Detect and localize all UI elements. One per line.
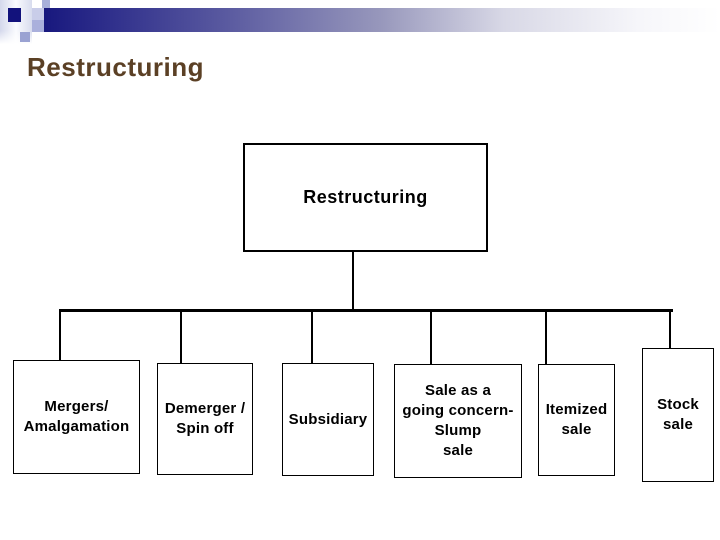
org-box-label: Stock sale — [657, 396, 699, 433]
org-box-subsidiary: Subsidiary — [282, 363, 374, 476]
connector-drop — [669, 311, 671, 348]
header-gradient-bar — [44, 8, 720, 32]
mosaic-square — [32, 8, 44, 20]
org-box-label: Demerger / Spin off — [164, 400, 246, 437]
connector-horizontal — [59, 309, 673, 312]
page-title: Restructuring — [27, 52, 204, 82]
org-box-label: Subsidiary — [288, 410, 368, 428]
mosaic-square — [20, 32, 30, 42]
org-box-label: Sale as a going concern- Slump sale — [402, 382, 514, 459]
org-box-label: Mergers/ Amalgamation — [23, 398, 130, 435]
org-box-label: Itemized sale — [545, 401, 608, 438]
mosaic-square — [8, 8, 21, 22]
connector-drop — [180, 311, 182, 363]
connector-drop — [311, 311, 313, 363]
mosaic-square — [32, 20, 44, 32]
org-box-demerger-spin-off: Demerger / Spin off — [157, 363, 253, 475]
org-box-restructuring: Restructuring — [243, 143, 488, 252]
connector-drop — [430, 311, 432, 364]
connector-drop — [545, 311, 547, 364]
mosaic-square — [42, 0, 50, 8]
connector-drop — [59, 311, 61, 360]
org-box-stock-sale: Stock sale — [642, 348, 714, 482]
connector-root-stem — [352, 252, 354, 310]
org-box-label: Restructuring — [303, 187, 428, 207]
org-box-slump-sale: Sale as a going concern- Slump sale — [394, 364, 522, 478]
org-box-itemized-sale: Itemized sale — [538, 364, 615, 476]
org-box-mergers-amalgamation: Mergers/ Amalgamation — [13, 360, 140, 474]
header-gradient-strip — [0, 0, 32, 44]
